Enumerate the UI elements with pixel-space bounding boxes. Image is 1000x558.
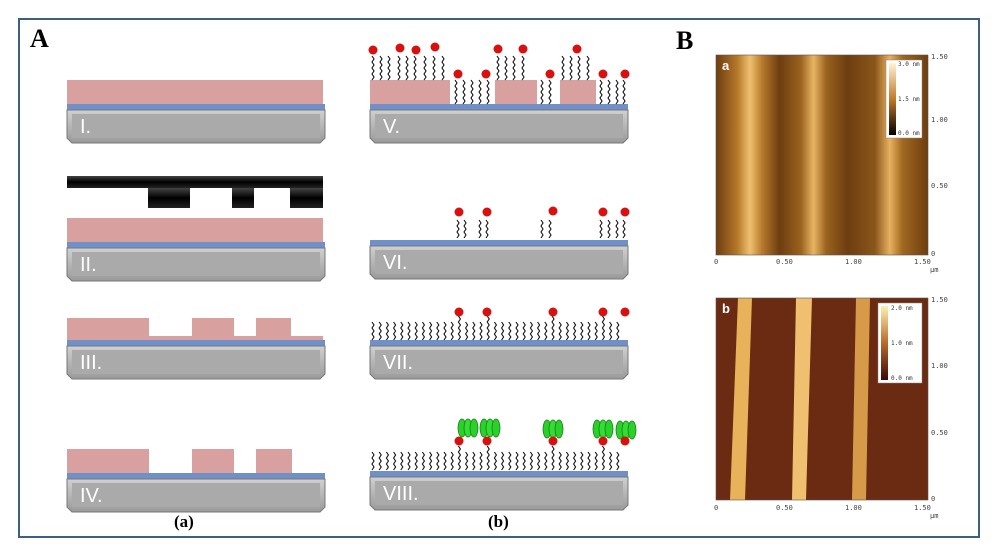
figure-frame [18,18,980,538]
caption-b: (b) [488,512,509,531]
caption-a: (a) [174,512,194,531]
panel-label-a: A [30,24,49,53]
panel-label-b: B [676,26,694,55]
